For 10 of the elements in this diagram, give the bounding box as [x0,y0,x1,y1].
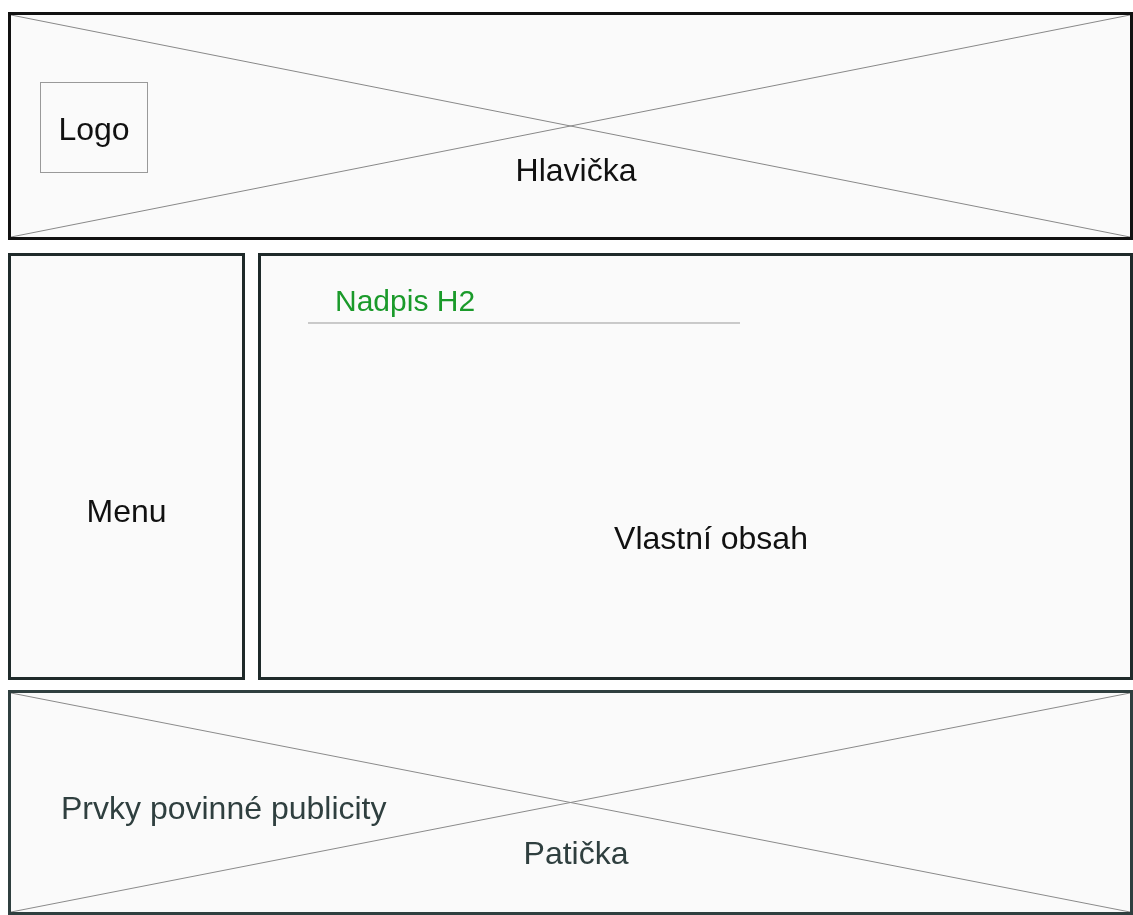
placeholder-label: Logo [57,110,131,149]
publicity-label: Prvky povinné publicity [61,789,388,828]
placeholder-box [40,82,148,173]
menu-box [8,253,245,680]
header-label: Hlavička [514,151,638,190]
menu-label: Menu [85,492,168,531]
content-label: Vlastní obsah [613,519,809,558]
heading-text: Nadpis H2 [335,283,477,319]
content-box [258,253,1133,680]
footer-label: Patička [522,834,630,873]
